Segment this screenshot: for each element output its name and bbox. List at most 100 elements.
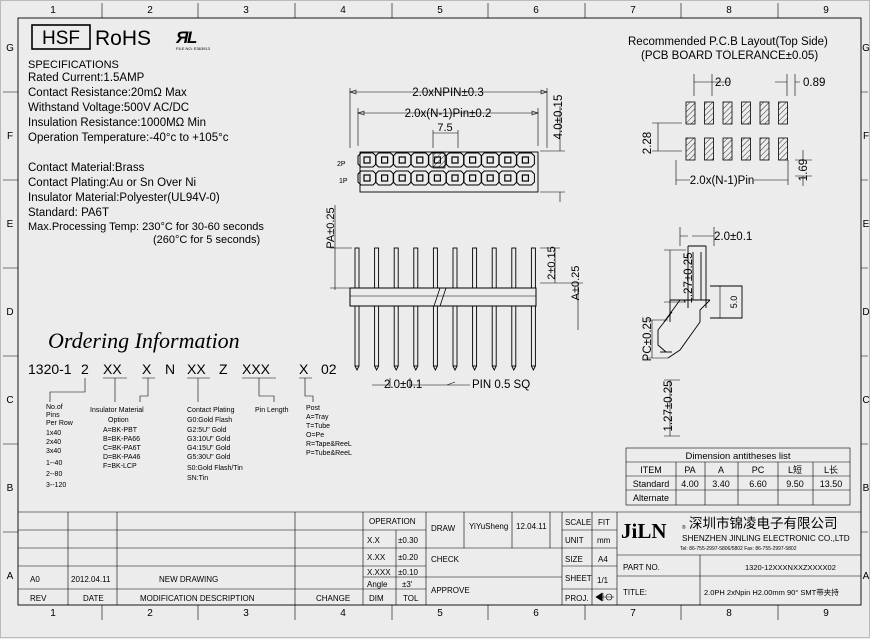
svg-text:D: D: [6, 307, 13, 318]
svg-text:SN:Tin: SN:Tin: [187, 475, 208, 482]
pin-square: [486, 156, 494, 164]
pcb-dim-n-1: 2.0x(N-1)Pin: [690, 175, 755, 187]
pcb-subtitle: (PCB BOARD TOLERANCE±0.05): [641, 50, 818, 62]
svg-text:F: F: [863, 131, 869, 142]
svg-text:TOL: TOL: [403, 594, 419, 603]
pcb-dimension-lines: [652, 74, 812, 186]
side-view-dimension-lines: [646, 227, 721, 437]
svg-text:4: 4: [340, 5, 346, 16]
side-dim-pc: PC±0.25: [642, 317, 654, 362]
table-header: PC: [752, 465, 765, 475]
table-header: L短: [788, 464, 802, 475]
ordering-column-plating: Contact Plating G0:Gold Flash G2:5U" Gol…: [187, 407, 243, 482]
svg-text:SHEET: SHEET: [565, 574, 592, 583]
company-name-cn: 深圳市锦凌电子有限公司: [689, 515, 838, 531]
side-dim-top: 1.27±0.25: [683, 252, 695, 303]
dimension-table-title: Dimension antitheses list: [685, 451, 790, 462]
pin-cell: [515, 170, 535, 186]
front-pin-tail: [413, 305, 419, 367]
pin-square: [451, 174, 459, 182]
pin-square: [504, 156, 512, 164]
pin-cell: [375, 170, 395, 186]
spec-line: Contact Plating:Au or Sn Over Ni: [28, 177, 196, 189]
svg-text:G4:15U" Gold: G4:15U" Gold: [187, 445, 230, 452]
svg-text:1--40: 1--40: [46, 460, 62, 467]
table-cell: 3.40: [712, 479, 730, 489]
svg-text:±0.30: ±0.30: [398, 536, 419, 545]
pin-cell: [427, 170, 447, 186]
pin-square: [433, 174, 441, 182]
svg-text:FIT: FIT: [598, 518, 610, 527]
pcb-dim-2-28: 2.28: [642, 132, 654, 154]
tolerance-header: OPERATION: [369, 517, 416, 526]
svg-text:X: X: [142, 361, 152, 377]
svg-text:Per Row: Per Row: [46, 420, 74, 427]
pin-square: [416, 174, 424, 182]
revision-description: NEW DRAWING: [159, 575, 218, 584]
spec-line: (260°C for 5 seconds): [153, 234, 260, 246]
svg-text:1x40: 1x40: [46, 430, 61, 437]
pin-cell: [498, 152, 518, 168]
spec-line: Standard: PA6T: [28, 207, 109, 219]
dim-7-5: 7.5: [437, 122, 452, 134]
title-label: TITLE:: [623, 588, 647, 597]
spec-line: Contact Resistance:20mΩ Max: [28, 87, 187, 99]
svg-text:C=BK-PA6T: C=BK-PA6T: [103, 445, 142, 452]
svg-text:1: 1: [50, 608, 56, 619]
ordering-code: 1320-1 2 XX X N XX Z XXX X 02: [28, 361, 337, 377]
svg-text:R=Tape&ReeL: R=Tape&ReeL: [306, 441, 352, 448]
row-label-2p: 2P: [337, 161, 346, 168]
hsf-logo-box: [31, 24, 91, 50]
revision-value: A0: [30, 575, 40, 584]
svg-text:A: A: [863, 571, 870, 582]
pcb-pad-bottom: [704, 137, 714, 161]
svg-text:2: 2: [147, 5, 153, 16]
pin-cell: [375, 152, 395, 168]
pin-square: [469, 174, 477, 182]
svg-text:N: N: [165, 361, 175, 377]
front-pin-tip: [413, 365, 419, 372]
front-pin-tip: [452, 365, 458, 372]
pcb-pad-bottom: [685, 137, 696, 161]
pcb-pad-top: [759, 101, 770, 125]
table-cell: 13.50: [820, 479, 843, 489]
pin-square: [521, 174, 530, 182]
pcb-title: Recommended P.C.B Layout(Top Side): [628, 36, 828, 48]
front-pin-tip: [432, 365, 438, 372]
pin-cell: [357, 152, 377, 168]
svg-text:Option: Option: [108, 417, 129, 424]
svg-text:4: 4: [340, 608, 346, 619]
svg-text:3--120: 3--120: [46, 482, 66, 489]
pin-cell: [498, 170, 518, 186]
dim-npin: 2.0xNPIN±0.3: [412, 87, 484, 99]
svg-text:G: G: [6, 43, 14, 54]
connector-side-view: 2.0±0.1 1.27±0.25 PC±0.25 1.27±0.25 5.0: [642, 227, 752, 437]
top-view-dimension-lines: [349, 88, 565, 202]
svg-text:3: 3: [243, 608, 249, 619]
front-clip: [433, 287, 447, 307]
approve-label: APPROVE: [431, 586, 470, 595]
svg-text:XX: XX: [103, 361, 122, 377]
front-pin: [393, 247, 399, 289]
front-pin-tail: [374, 305, 380, 367]
svg-text:A=Tray: A=Tray: [306, 414, 329, 421]
table-header: PA: [684, 465, 695, 475]
svg-text:B: B: [863, 483, 870, 494]
title-block: A0 2012.04.11 NEW DRAWING REV DATE MODIF…: [18, 511, 861, 605]
svg-text:UNIT: UNIT: [565, 536, 584, 545]
side-view-outline: [657, 245, 743, 359]
drawer-name: YiYuSheng: [469, 522, 508, 531]
pcb-pad-top: [704, 101, 714, 125]
front-pin-tip: [393, 365, 399, 372]
dim-pa: PA±0.25: [325, 207, 337, 248]
dim-pitch: 2.0±0.1: [384, 379, 422, 391]
svg-text:X.XXX: X.XXX: [367, 568, 391, 577]
svg-text:±3': ±3': [402, 580, 413, 589]
svg-text:F: F: [7, 131, 13, 142]
drawing-title: 2.0PH 2xNpin H2.00mm 90° SMT带夹持: [704, 587, 839, 597]
grid-column-labels-bottom: 1 2 3 4 5 6 7 8 9: [50, 608, 829, 619]
svg-text:G2:5U" Gold: G2:5U" Gold: [187, 427, 227, 434]
svg-text:2: 2: [81, 361, 89, 377]
footer-date-label: DATE: [83, 594, 104, 603]
